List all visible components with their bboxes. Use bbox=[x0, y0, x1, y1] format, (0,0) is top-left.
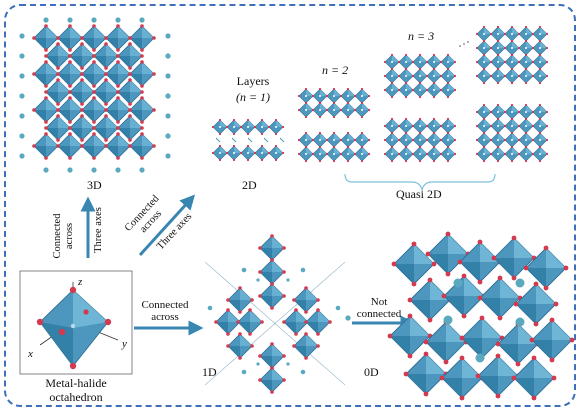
label-0d: 0D bbox=[364, 365, 379, 379]
quasi-2d-bracket bbox=[344, 173, 496, 191]
structure-2d-layers bbox=[211, 118, 285, 162]
structure-n2 bbox=[297, 87, 371, 163]
label-n3: n = 3 bbox=[408, 29, 435, 43]
octahedron-inset bbox=[19, 270, 133, 375]
structure-0d bbox=[387, 231, 575, 401]
octahedron-caption-line1: Metal-halide bbox=[45, 376, 107, 390]
figure-frame bbox=[4, 4, 576, 407]
label-layers: Layers bbox=[236, 74, 270, 88]
structure-n3 bbox=[383, 53, 457, 163]
label-quasi-2d: Quasi 2D bbox=[396, 187, 442, 201]
to-0d-line2: connected bbox=[356, 308, 402, 320]
vertical-arrow-text-2: Three axes bbox=[93, 193, 105, 267]
label-1d: 1D bbox=[202, 365, 217, 379]
to-1d-line2: across bbox=[151, 311, 179, 323]
structure-1d bbox=[204, 233, 351, 395]
vertical-arrow-text: Connected across bbox=[52, 199, 76, 273]
structure-3d bbox=[19, 17, 171, 173]
vertical-arrow-line2: across bbox=[64, 222, 75, 250]
arrow-diagonal bbox=[138, 194, 196, 257]
vertical-arrow-line1: Connected bbox=[52, 213, 63, 259]
label-layers-n: (n = 1) bbox=[235, 90, 271, 104]
to-1d-line1: Connected bbox=[141, 299, 189, 311]
axis-z-label: z bbox=[78, 276, 83, 288]
axis-x-label: x bbox=[28, 348, 33, 360]
vertical-arrow-line3: Three axes bbox=[93, 207, 104, 253]
label-3d: 3D bbox=[87, 178, 102, 192]
label-n2: n = 2 bbox=[322, 63, 349, 77]
to-0d-line1: Not bbox=[370, 296, 388, 308]
label-2d: 2D bbox=[242, 178, 257, 192]
axis-y-label: y bbox=[122, 338, 127, 350]
octahedron-caption-line2: octahedron bbox=[49, 390, 103, 404]
structure-n-large bbox=[459, 25, 549, 163]
